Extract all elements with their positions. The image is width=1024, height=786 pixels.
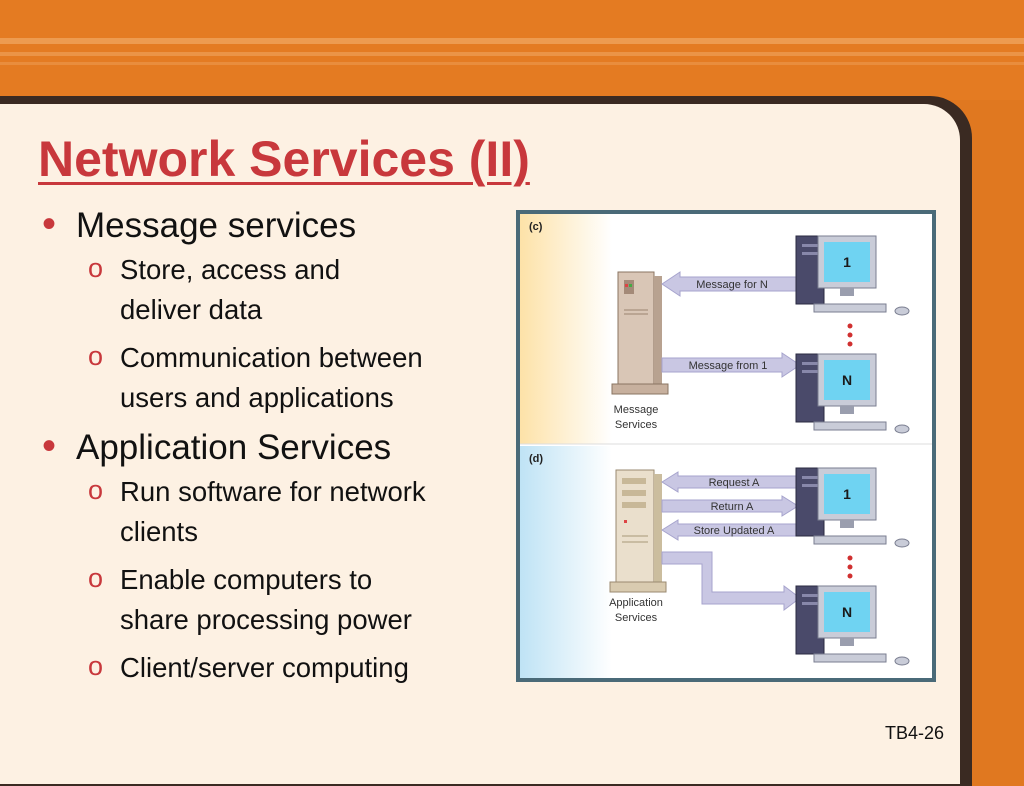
sub-bullet-text: Enable computers to	[120, 564, 373, 595]
panel-c-label: (c)	[529, 221, 543, 233]
computer-icon	[795, 467, 910, 548]
sub-bullet-text: deliver data	[120, 294, 263, 325]
sub-bullet-text: Run software for network	[120, 476, 426, 507]
sub-bullet-icon: o	[88, 651, 104, 681]
sub-bullet-icon: o	[88, 563, 104, 593]
sub-bullet-text: users and applications	[120, 382, 394, 413]
bullet-item: • Application Services	[42, 424, 512, 470]
arrow-label: Store Updated A	[694, 525, 775, 537]
bullet-icon: •	[42, 202, 57, 246]
sub-bullet-text: Client/server computing	[120, 652, 409, 683]
decorative-stripe	[0, 62, 1024, 65]
arrow-label: Return A	[711, 501, 754, 513]
network-figure: (c) Message Services Message for N Messa…	[516, 210, 936, 682]
bullet-item: • Message services	[42, 202, 512, 248]
slide-title: Network Services (II)	[38, 131, 530, 187]
application-server-icon	[609, 469, 667, 593]
slide-number: TB4-26	[884, 723, 944, 743]
arrow-label: Request A	[709, 477, 760, 489]
sub-bullet-item: o Store, access and deliver data	[42, 250, 512, 330]
sub-bullet-item: o Enable computers to share processing p…	[42, 560, 512, 640]
connector-arrow	[661, 551, 801, 611]
bullet-list: • Message services o Store, access and d…	[42, 202, 512, 696]
panel-c-band	[520, 214, 612, 444]
computer-label: 1	[843, 486, 851, 502]
computer-label: N	[842, 372, 852, 388]
server-label: Application	[609, 597, 663, 609]
bullet-text: Message services	[76, 206, 357, 245]
bullet-text: Application Services	[76, 428, 392, 467]
decorative-stripe	[0, 52, 1024, 56]
sub-bullet-item: o Client/server computing	[42, 648, 512, 688]
message-server-icon	[611, 271, 669, 395]
server-label: Services	[615, 612, 658, 624]
arrow-right	[661, 495, 799, 517]
arrow-right	[661, 352, 801, 378]
computer-label: 1	[843, 254, 851, 270]
server-label: Message	[614, 404, 659, 416]
arrow-label: Message from 1	[689, 360, 768, 372]
sub-bullet-item: o Communication between users and applic…	[42, 338, 512, 418]
top-band	[0, 0, 1024, 100]
ellipsis-dots	[847, 323, 853, 347]
sub-bullet-item: o Run software for network clients	[42, 472, 512, 552]
sub-bullet-text: Store, access and	[120, 254, 341, 285]
computer-label: N	[842, 604, 852, 620]
panel-d-label: (d)	[529, 453, 543, 465]
ellipsis-dots	[847, 555, 853, 579]
sub-bullet-icon: o	[88, 341, 104, 371]
bullet-icon: •	[42, 424, 57, 468]
computer-icon	[795, 353, 910, 434]
sub-bullet-text: clients	[120, 516, 198, 547]
computer-icon	[795, 235, 910, 316]
decorative-stripe	[0, 38, 1024, 44]
network-diagram: (c) Message Services Message for N Messa…	[520, 214, 932, 678]
sub-bullet-text: Communication between	[120, 342, 423, 373]
sub-bullet-icon: o	[88, 475, 104, 505]
sub-bullet-icon: o	[88, 253, 104, 283]
panel-d-band	[520, 446, 612, 678]
arrow-label: Message for N	[696, 279, 768, 291]
sub-bullet-text: share processing power	[120, 604, 412, 635]
server-label: Services	[615, 419, 658, 431]
computer-icon	[795, 585, 910, 666]
